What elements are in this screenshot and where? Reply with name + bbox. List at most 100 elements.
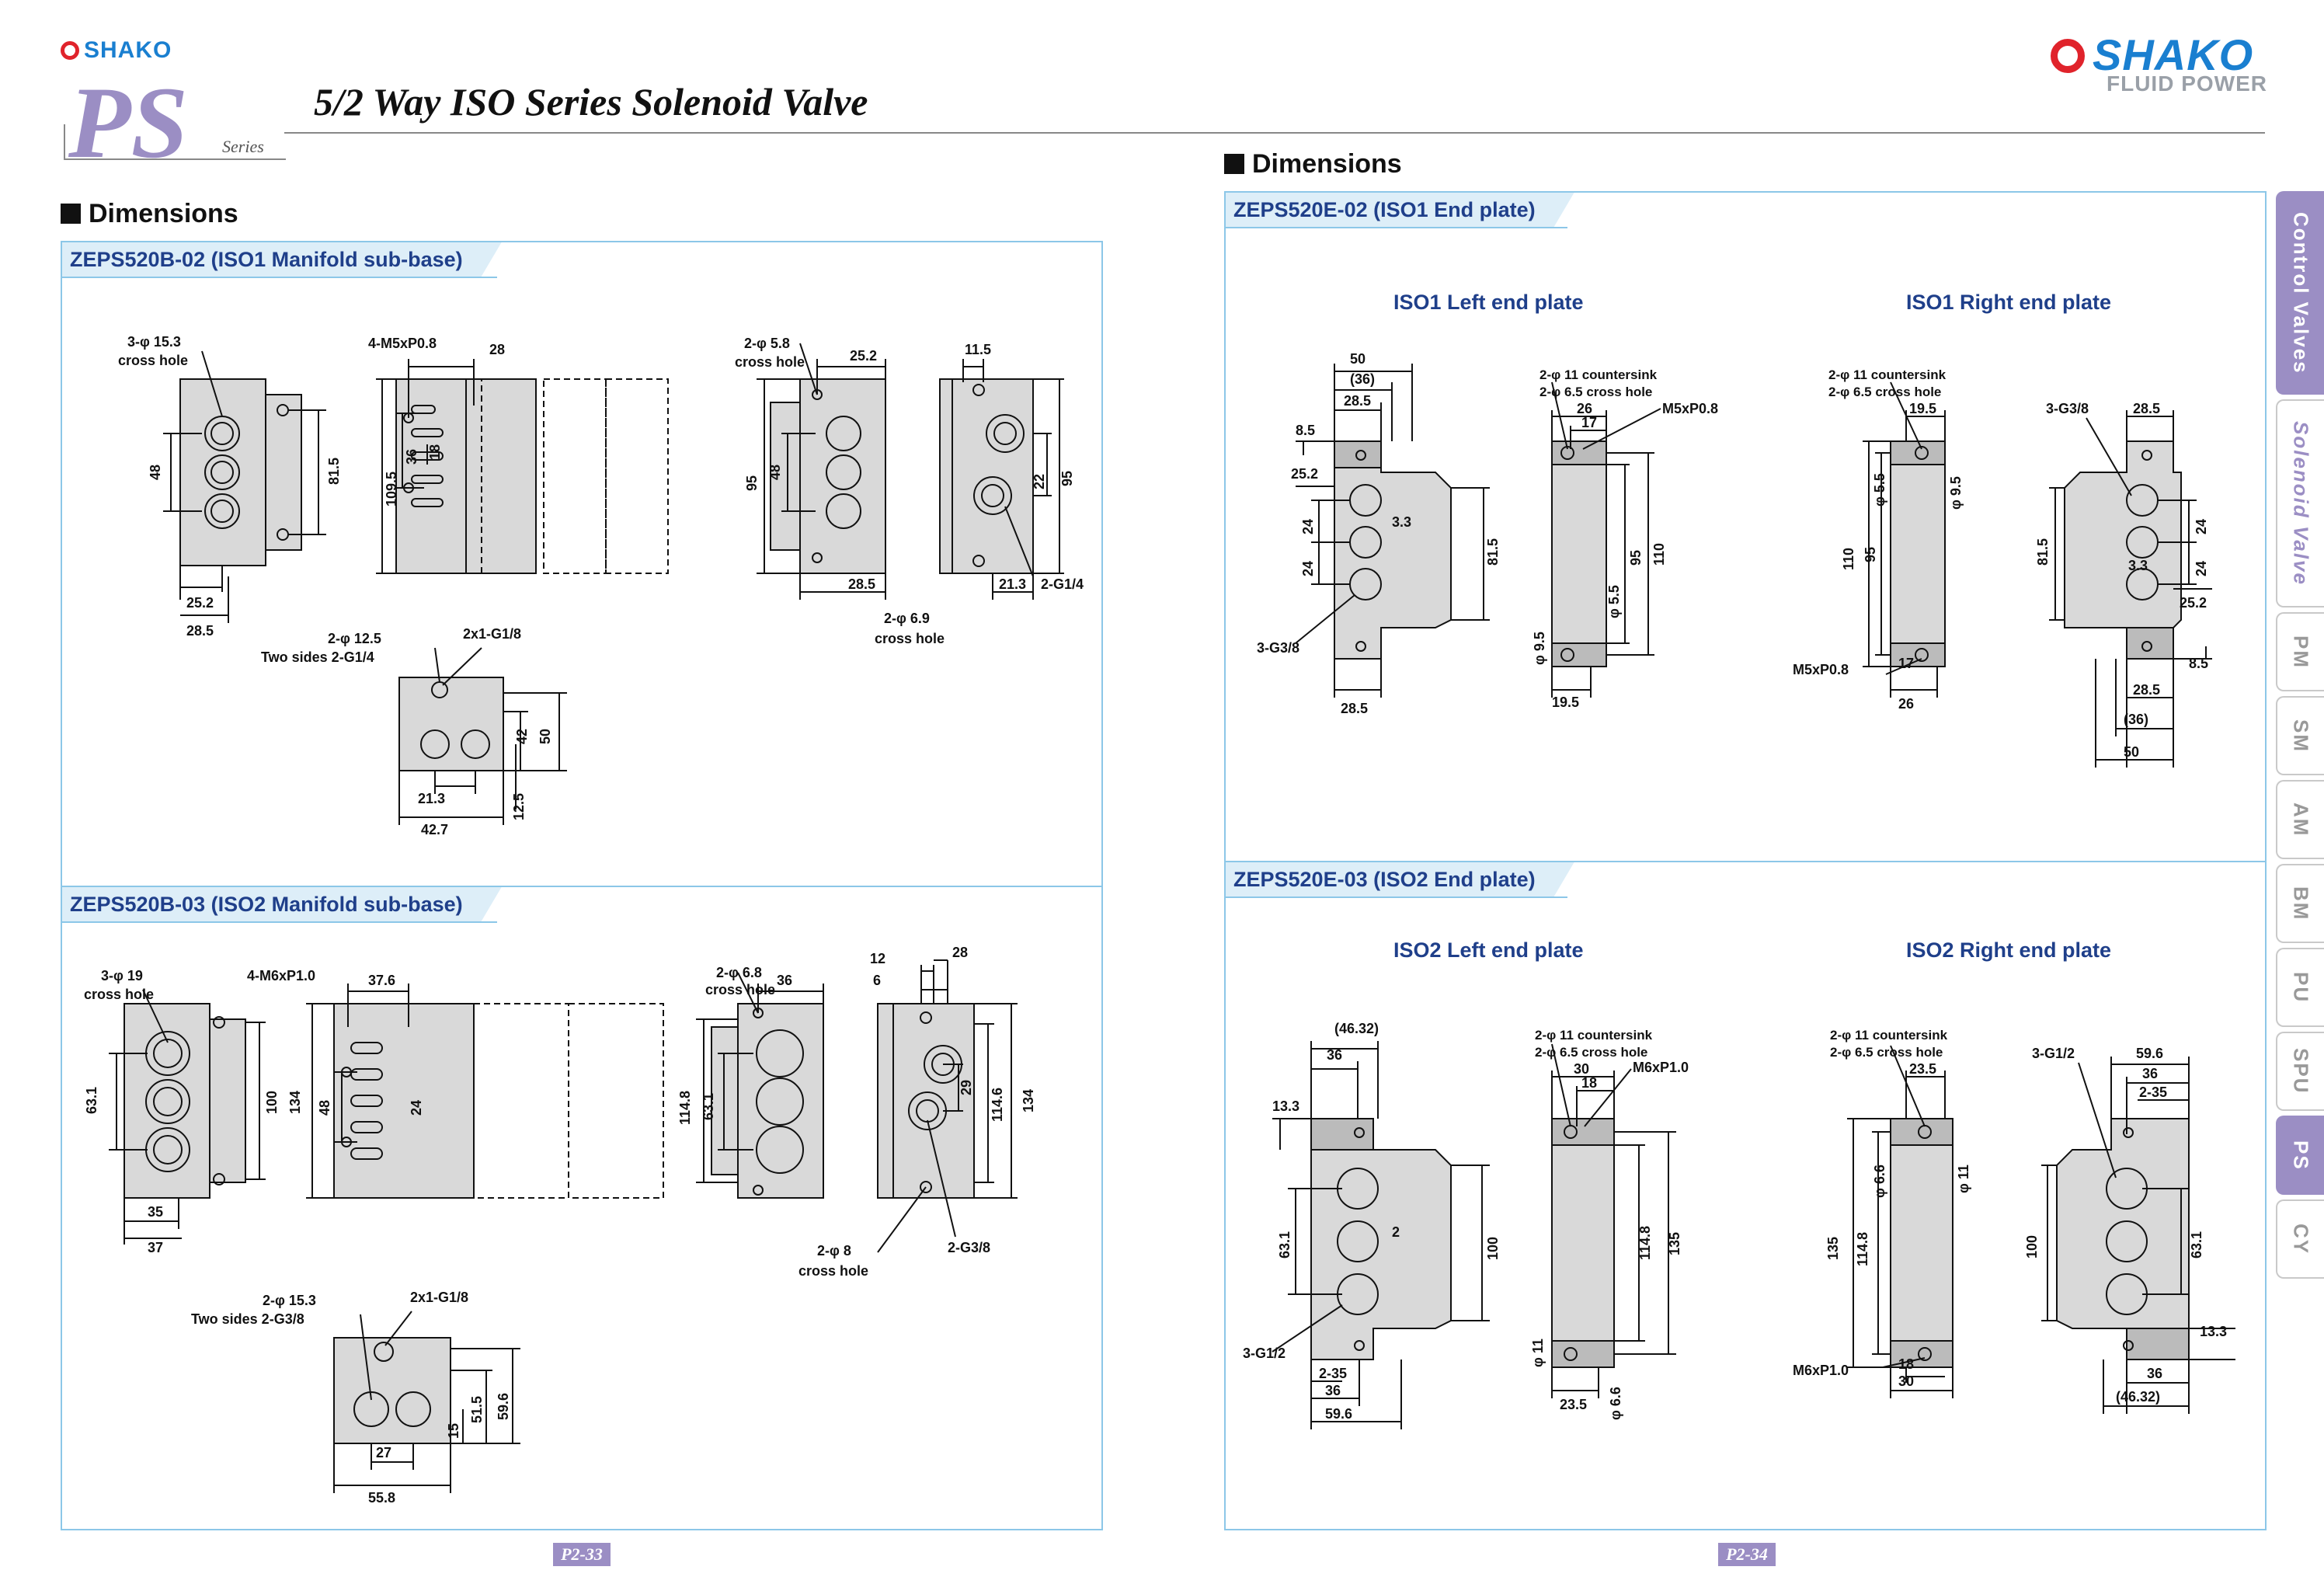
brand-logo-large: SHAKO [2051,30,2253,80]
svg-text:2-φ 6.5 cross hole: 2-φ 6.5 cross hole [1830,1045,1943,1060]
svg-text:2-φ 15.3: 2-φ 15.3 [263,1293,316,1308]
svg-text:134: 134 [287,1091,303,1114]
svg-text:114.8: 114.8 [677,1091,693,1125]
svg-text:25.2: 25.2 [1291,466,1318,482]
svg-text:28.5: 28.5 [2133,401,2160,416]
panel-iso1-end-plate: ZEPS520E-02 (ISO1 End plate) ISO1 Left e… [1224,191,2267,862]
svg-text:42: 42 [514,729,530,744]
panel-tab-iso1-end-plate: ZEPS520E-02 (ISO1 End plate) [1226,193,1574,227]
svg-text:(36): (36) [1350,371,1375,387]
svg-text:81.5: 81.5 [326,458,342,485]
svg-text:4-M6xP1.0: 4-M6xP1.0 [247,968,315,983]
svg-text:48: 48 [317,1100,332,1116]
sidebar-tab-sm[interactable]: SM [2276,696,2324,775]
svg-text:18: 18 [1581,1075,1597,1091]
svg-text:3-G1/2: 3-G1/2 [2032,1046,2075,1061]
svg-text:13.3: 13.3 [2200,1324,2227,1339]
drawing-iso2-manifold: 3-φ 19 cross hole 63.1 100 35 37 4-M6xP1… [62,926,1101,1529]
svg-text:21.3: 21.3 [999,576,1026,592]
sidebar-tab-ps[interactable]: PS [2276,1116,2324,1195]
svg-text:29: 29 [958,1080,974,1095]
svg-text:25.2: 25.2 [2180,595,2207,611]
svg-text:cross hole: cross hole [84,987,154,1002]
panel-iso2-end-plate: ZEPS520E-03 (ISO2 End plate) ISO2 Left e… [1224,861,2267,1530]
sidebar-tabs: Control Valves Solenoid Valve PM SM AM B… [2276,191,2324,1283]
svg-text:φ 9.5: φ 9.5 [1532,632,1547,665]
svg-text:28.5: 28.5 [2133,682,2160,698]
svg-text:95: 95 [744,475,760,491]
svg-text:φ 11: φ 11 [1956,1165,1971,1193]
svg-text:36: 36 [1327,1047,1342,1063]
svg-text:63.1: 63.1 [1277,1231,1292,1259]
sidebar-tab-bm[interactable]: BM [2276,864,2324,943]
svg-text:M5xP0.8: M5xP0.8 [1662,401,1718,416]
svg-text:φ 6.6: φ 6.6 [1872,1165,1887,1198]
panel-iso2-manifold: ZEPS520B-03 (ISO2 Manifold sub-base) 3-φ… [61,886,1103,1530]
svg-text:48: 48 [148,465,163,480]
drawing-iso1-manifold: 3-φ 15.3 cross hole 48 81.5 25.2 28.5 [62,281,1101,887]
sidebar-tab-spu[interactable]: SPU [2276,1032,2324,1111]
series-box [64,124,286,160]
brand-tagline: FLUID POWER [2107,71,2267,96]
svg-text:109.5: 109.5 [384,472,399,507]
svg-text:19.5: 19.5 [1909,401,1936,416]
brand-name: SHAKO [84,37,172,63]
svg-text:2: 2 [1392,1224,1400,1240]
sidebar-tab-cy[interactable]: CY [2276,1199,2324,1279]
svg-text:24: 24 [2194,561,2209,576]
svg-text:13.3: 13.3 [1272,1098,1299,1114]
svg-text:M6xP1.0: M6xP1.0 [1633,1060,1689,1075]
square-bullet-icon [61,204,81,224]
left-section-title: Dimensions [61,199,238,229]
svg-text:φ 6.6: φ 6.6 [1608,1387,1623,1420]
svg-text:3.3: 3.3 [1392,514,1411,530]
svg-text:15: 15 [446,1423,461,1439]
svg-text:36: 36 [1325,1383,1341,1398]
svg-text:2-φ 6.5 cross hole: 2-φ 6.5 cross hole [1535,1045,1647,1060]
svg-text:25.2: 25.2 [850,348,877,364]
svg-text:8.5: 8.5 [2189,656,2208,671]
svg-text:50: 50 [2124,744,2139,760]
svg-text:2-35: 2-35 [1319,1366,1347,1381]
svg-text:2-φ 6.8: 2-φ 6.8 [716,965,762,980]
iso1-right-title: ISO1 Right end plate [1906,291,2112,314]
svg-text:φ 5.5: φ 5.5 [1606,585,1622,618]
svg-text:6: 6 [873,973,881,988]
svg-text:28.5: 28.5 [848,576,875,592]
svg-text:37: 37 [148,1240,163,1255]
svg-text:95: 95 [1863,547,1878,562]
svg-text:2-φ 5.8: 2-φ 5.8 [744,336,790,351]
sidebar-tab-am[interactable]: AM [2276,780,2324,859]
svg-text:37.6: 37.6 [368,973,395,988]
svg-text:18: 18 [1898,1356,1914,1372]
svg-text:12: 12 [870,951,885,966]
svg-text:26: 26 [1898,696,1914,712]
square-bullet-icon [1224,154,1244,174]
sidebar-tab-pu[interactable]: PU [2276,948,2324,1027]
sidebar-tab-solenoid-valve[interactable]: Solenoid Valve [2276,399,2324,608]
view-top [376,359,669,574]
series-letters: PS [68,65,189,179]
svg-text:59.6: 59.6 [496,1393,511,1420]
svg-text:28.5: 28.5 [1344,393,1371,409]
svg-text:30: 30 [1574,1061,1589,1077]
svg-text:95: 95 [1628,550,1644,566]
svg-text:100: 100 [2024,1235,2040,1259]
page-number-left: P2-33 [553,1543,611,1566]
right-section-title: Dimensions [1224,149,1402,179]
svg-text:21.3: 21.3 [418,791,445,806]
logo-ring-icon [61,41,79,60]
view-bottom [398,647,567,825]
panel-tab-iso1-manifold: ZEPS520B-02 (ISO1 Manifold sub-base) [62,242,502,277]
svg-text:cross hole: cross hole [705,982,775,997]
svg-text:2-φ 11 countersink: 2-φ 11 countersink [1828,367,1947,382]
series-word: Series [222,137,264,156]
svg-text:cross hole: cross hole [875,631,945,646]
sidebar-tab-control-valves[interactable]: Control Valves [2276,191,2324,395]
svg-text:22: 22 [1032,474,1047,489]
svg-text:17: 17 [1898,656,1914,671]
svg-text:M5xP0.8: M5xP0.8 [1793,662,1849,677]
sidebar-tab-pm[interactable]: PM [2276,612,2324,691]
iso2-right-title: ISO2 Right end plate [1906,938,2112,962]
svg-text:(46.32): (46.32) [1334,1021,1379,1036]
